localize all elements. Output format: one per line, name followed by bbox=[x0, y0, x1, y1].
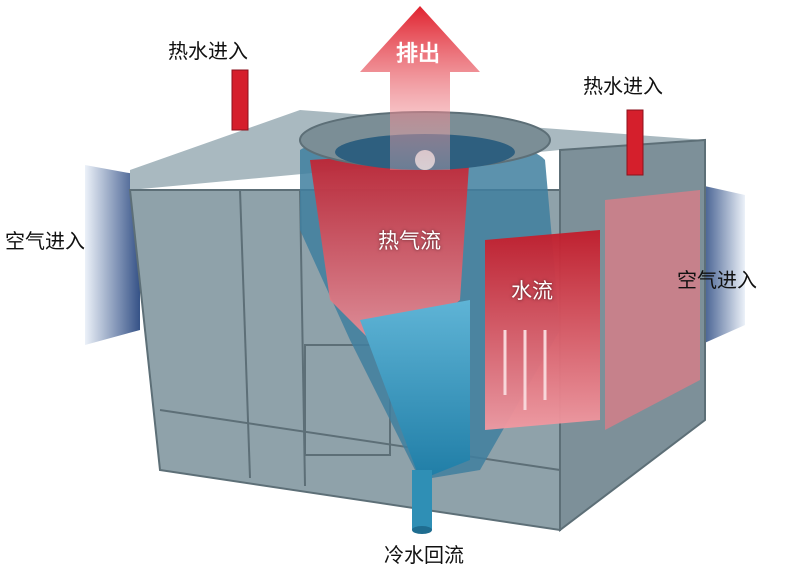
right-fill-media bbox=[605, 190, 700, 430]
air-inlet-right-duct bbox=[700, 185, 745, 345]
hot-water-pipe-right bbox=[626, 109, 644, 176]
hot-water-inlet-left-label: 热水进入 bbox=[168, 39, 248, 63]
air-inlet-left-duct bbox=[85, 165, 140, 345]
exhaust-arrow bbox=[360, 6, 480, 170]
water-flow-label: 水流 bbox=[511, 279, 553, 303]
cold-water-zone bbox=[360, 300, 470, 480]
air-inlet-left-label: 空气进入 bbox=[5, 229, 85, 253]
water-flow-panel bbox=[485, 230, 600, 430]
hot-water-inlet-right-label: 热水进入 bbox=[583, 74, 663, 98]
hot-air-flow-label: 热气流 bbox=[378, 229, 441, 253]
hot-water-pipe-left bbox=[231, 69, 249, 131]
cold-water-return-pipe bbox=[412, 470, 432, 530]
water-flow-arrows bbox=[503, 330, 547, 410]
air-inlet-right-label: 空气进入 bbox=[677, 268, 757, 292]
cold-water-return-label: 冷水回流 bbox=[384, 543, 464, 567]
exhaust-label: 排出 bbox=[396, 42, 441, 67]
